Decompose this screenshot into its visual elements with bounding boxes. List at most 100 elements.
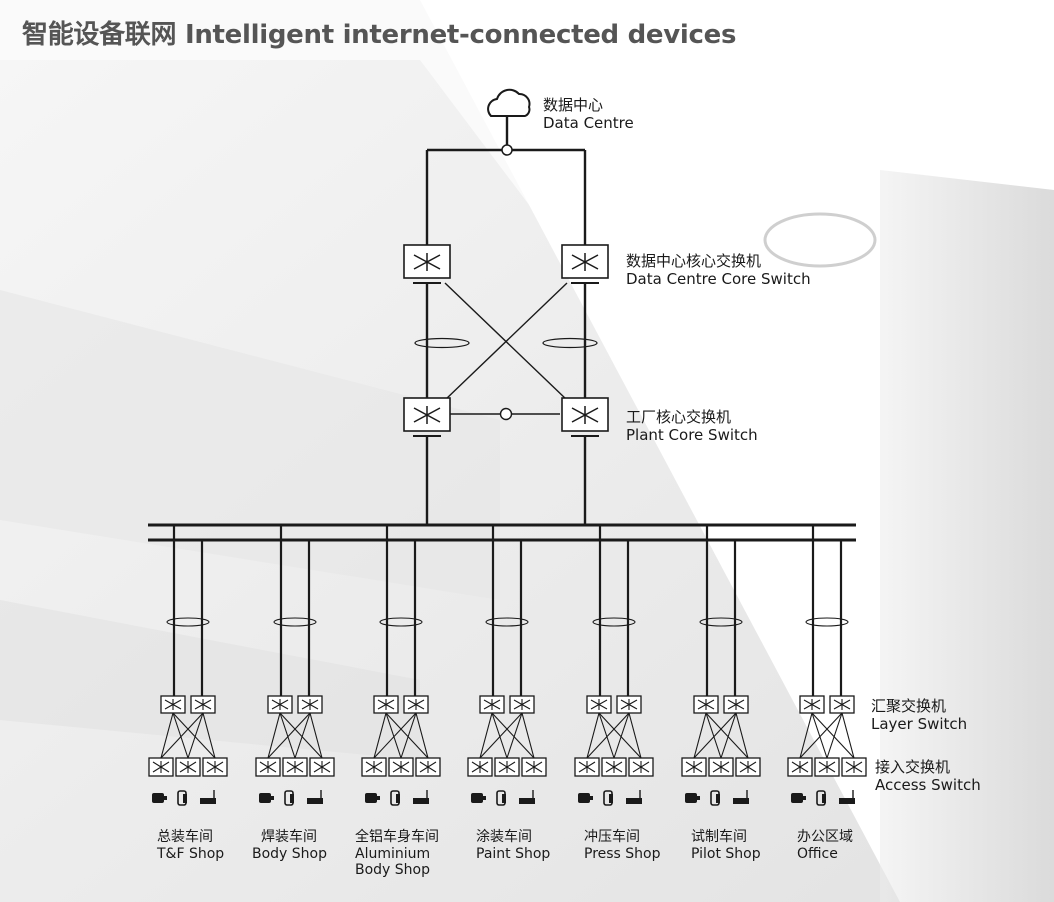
mesh-link	[309, 712, 323, 759]
shop-label-office: 办公区域 Office	[797, 829, 853, 862]
access-switch-zh: 接入交换机	[875, 758, 951, 776]
mesh-link	[187, 712, 204, 759]
shop-zh: 冲压车间	[584, 829, 640, 845]
mesh-link	[267, 712, 281, 759]
mesh-link	[385, 712, 402, 759]
camera-icon	[365, 793, 377, 803]
mesh-link	[598, 712, 642, 759]
core-switch-icon	[403, 244, 609, 432]
link-aggregation	[166, 617, 210, 627]
mesh-link	[720, 712, 737, 759]
shop-en: Press Shop	[584, 845, 661, 862]
shop-zh: 总装车间	[157, 829, 213, 845]
dc-core-switch-label: 数据中心核心交换机 Data Centre Core Switch	[626, 252, 811, 288]
plant-core-switch-zh: 工厂核心交换机	[626, 408, 732, 426]
mesh-link	[172, 712, 216, 759]
layer-switch-zh: 汇聚交换机	[871, 697, 947, 715]
shop-label-paint: 涂装车间 Paint Shop	[476, 829, 550, 862]
shop-label-tf: 总装车间 T&F Shop	[157, 829, 224, 862]
shop-label-pilot: 试制车间 Pilot Shop	[691, 829, 761, 862]
shop-label-aluminium: 全铝车身车间 Aluminium Body Shop	[355, 829, 439, 879]
camera-icon	[685, 793, 697, 803]
shop-label-press: 冲压车间 Press Shop	[584, 829, 661, 862]
link-aggregation	[379, 617, 423, 627]
plant-core-switch-label: 工厂核心交换机 Plant Core Switch	[626, 408, 758, 444]
mesh-link	[267, 712, 311, 759]
mesh-link	[202, 712, 216, 759]
mesh-link	[491, 712, 535, 759]
sensor-icon	[626, 798, 642, 804]
cloud-icon	[487, 88, 531, 117]
layer-switch-label: 汇聚交换机 Layer Switch	[871, 697, 967, 733]
sensor-icon	[200, 798, 216, 804]
mesh-link	[598, 712, 615, 759]
mesh-link	[172, 712, 189, 759]
mesh-link	[491, 712, 508, 759]
sensor-icon	[307, 798, 323, 804]
mesh-link	[586, 712, 630, 759]
mesh-link	[294, 712, 311, 759]
mesh-link	[799, 712, 813, 759]
mesh-link	[735, 712, 749, 759]
mesh-link	[799, 712, 843, 759]
shop-label-body: 焊装车间 Body Shop	[252, 829, 327, 862]
mesh-link	[506, 712, 523, 759]
camera-icon	[578, 793, 590, 803]
mesh-link	[415, 712, 429, 759]
sensor-icon	[519, 798, 535, 804]
sensor-icon	[839, 798, 855, 804]
shop-zh: 焊装车间	[261, 829, 317, 845]
link-aggregation	[485, 617, 529, 627]
shop-zh: 办公区域	[797, 829, 853, 845]
mesh-link	[385, 712, 429, 759]
camera-icon	[791, 793, 803, 803]
mesh-link	[693, 712, 707, 759]
page-title: 智能设备联网 Intelligent internet-connected de…	[22, 20, 737, 50]
mesh-link	[811, 712, 855, 759]
mesh-link	[693, 712, 737, 759]
link-aggregation	[273, 617, 317, 627]
link-aggregation	[592, 617, 636, 627]
shop-zh: 全铝车身车间	[355, 829, 439, 845]
access-switch-en: Access Switch	[875, 776, 981, 794]
shop-zh: 涂装车间	[476, 829, 532, 845]
dc-core-switch-en: Data Centre Core Switch	[626, 270, 811, 288]
data-centre-en: Data Centre	[543, 114, 634, 132]
shop-en: Office	[797, 845, 838, 862]
mesh-link	[613, 712, 630, 759]
shop-en: Paint Shop	[476, 845, 551, 862]
mesh-link	[160, 712, 174, 759]
mesh-link	[811, 712, 828, 759]
shop-en: Aluminium	[355, 845, 431, 862]
camera-icon	[152, 793, 164, 803]
mesh-link	[705, 712, 722, 759]
plant-core-switch-en: Plant Core Switch	[626, 426, 758, 444]
camera-icon	[259, 793, 271, 803]
mesh-link	[705, 712, 749, 759]
mesh-link	[160, 712, 204, 759]
mesh-link	[400, 712, 417, 759]
mesh-link	[628, 712, 642, 759]
shop-zh: 试制车间	[691, 829, 747, 845]
dc-core-switch-zh: 数据中心核心交换机	[626, 252, 762, 270]
layer-switch-en: Layer Switch	[871, 715, 968, 733]
shop-en: Pilot Shop	[691, 845, 761, 862]
mesh-link	[279, 712, 296, 759]
mesh-link	[841, 712, 855, 759]
shop-en2: Body Shop	[355, 862, 431, 878]
data-centre-label: 数据中心 Data Centre	[543, 96, 634, 132]
sensor-icon	[733, 798, 749, 804]
mesh-link	[521, 712, 535, 759]
sensor-icon	[413, 798, 429, 804]
mesh-link	[479, 712, 493, 759]
shop-en: Body Shop	[252, 845, 328, 862]
mesh-link	[479, 712, 523, 759]
mesh-link	[279, 712, 323, 759]
data-centre-zh: 数据中心	[543, 96, 604, 114]
mesh-link	[826, 712, 843, 759]
link-aggregation	[699, 617, 743, 627]
camera-icon	[471, 793, 483, 803]
data-centre-node	[501, 144, 513, 156]
mesh-link	[586, 712, 600, 759]
